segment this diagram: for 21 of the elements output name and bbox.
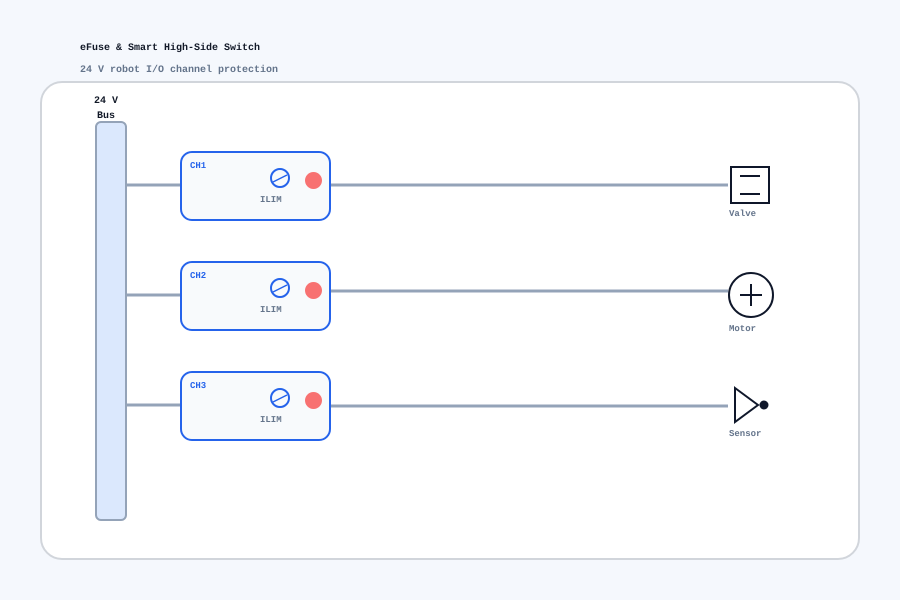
wire [127, 404, 180, 406]
load-label: Motor [729, 324, 756, 334]
channel-name: CH3 [190, 381, 206, 391]
limit-label: ILIM [260, 415, 282, 425]
wire [127, 184, 180, 186]
channel-name: CH1 [190, 161, 206, 171]
channel-box [180, 151, 331, 221]
bus-label: 24 V Bus [92, 95, 119, 124]
channel-name: CH2 [190, 271, 206, 281]
wire [331, 290, 728, 292]
limit-label: ILIM [260, 305, 282, 315]
wire [127, 294, 180, 296]
wire [331, 184, 728, 186]
load-label: Valve [729, 209, 756, 219]
subtitle: 24 V robot I/O channel protection [80, 65, 278, 76]
limit-label: ILIM [260, 195, 282, 205]
load-label: Sensor [729, 429, 762, 439]
diagram-title: eFuse & Smart High-Side Switch [80, 43, 260, 54]
channel-box [180, 371, 331, 441]
channel-box [180, 261, 331, 331]
wire [331, 404, 728, 408]
